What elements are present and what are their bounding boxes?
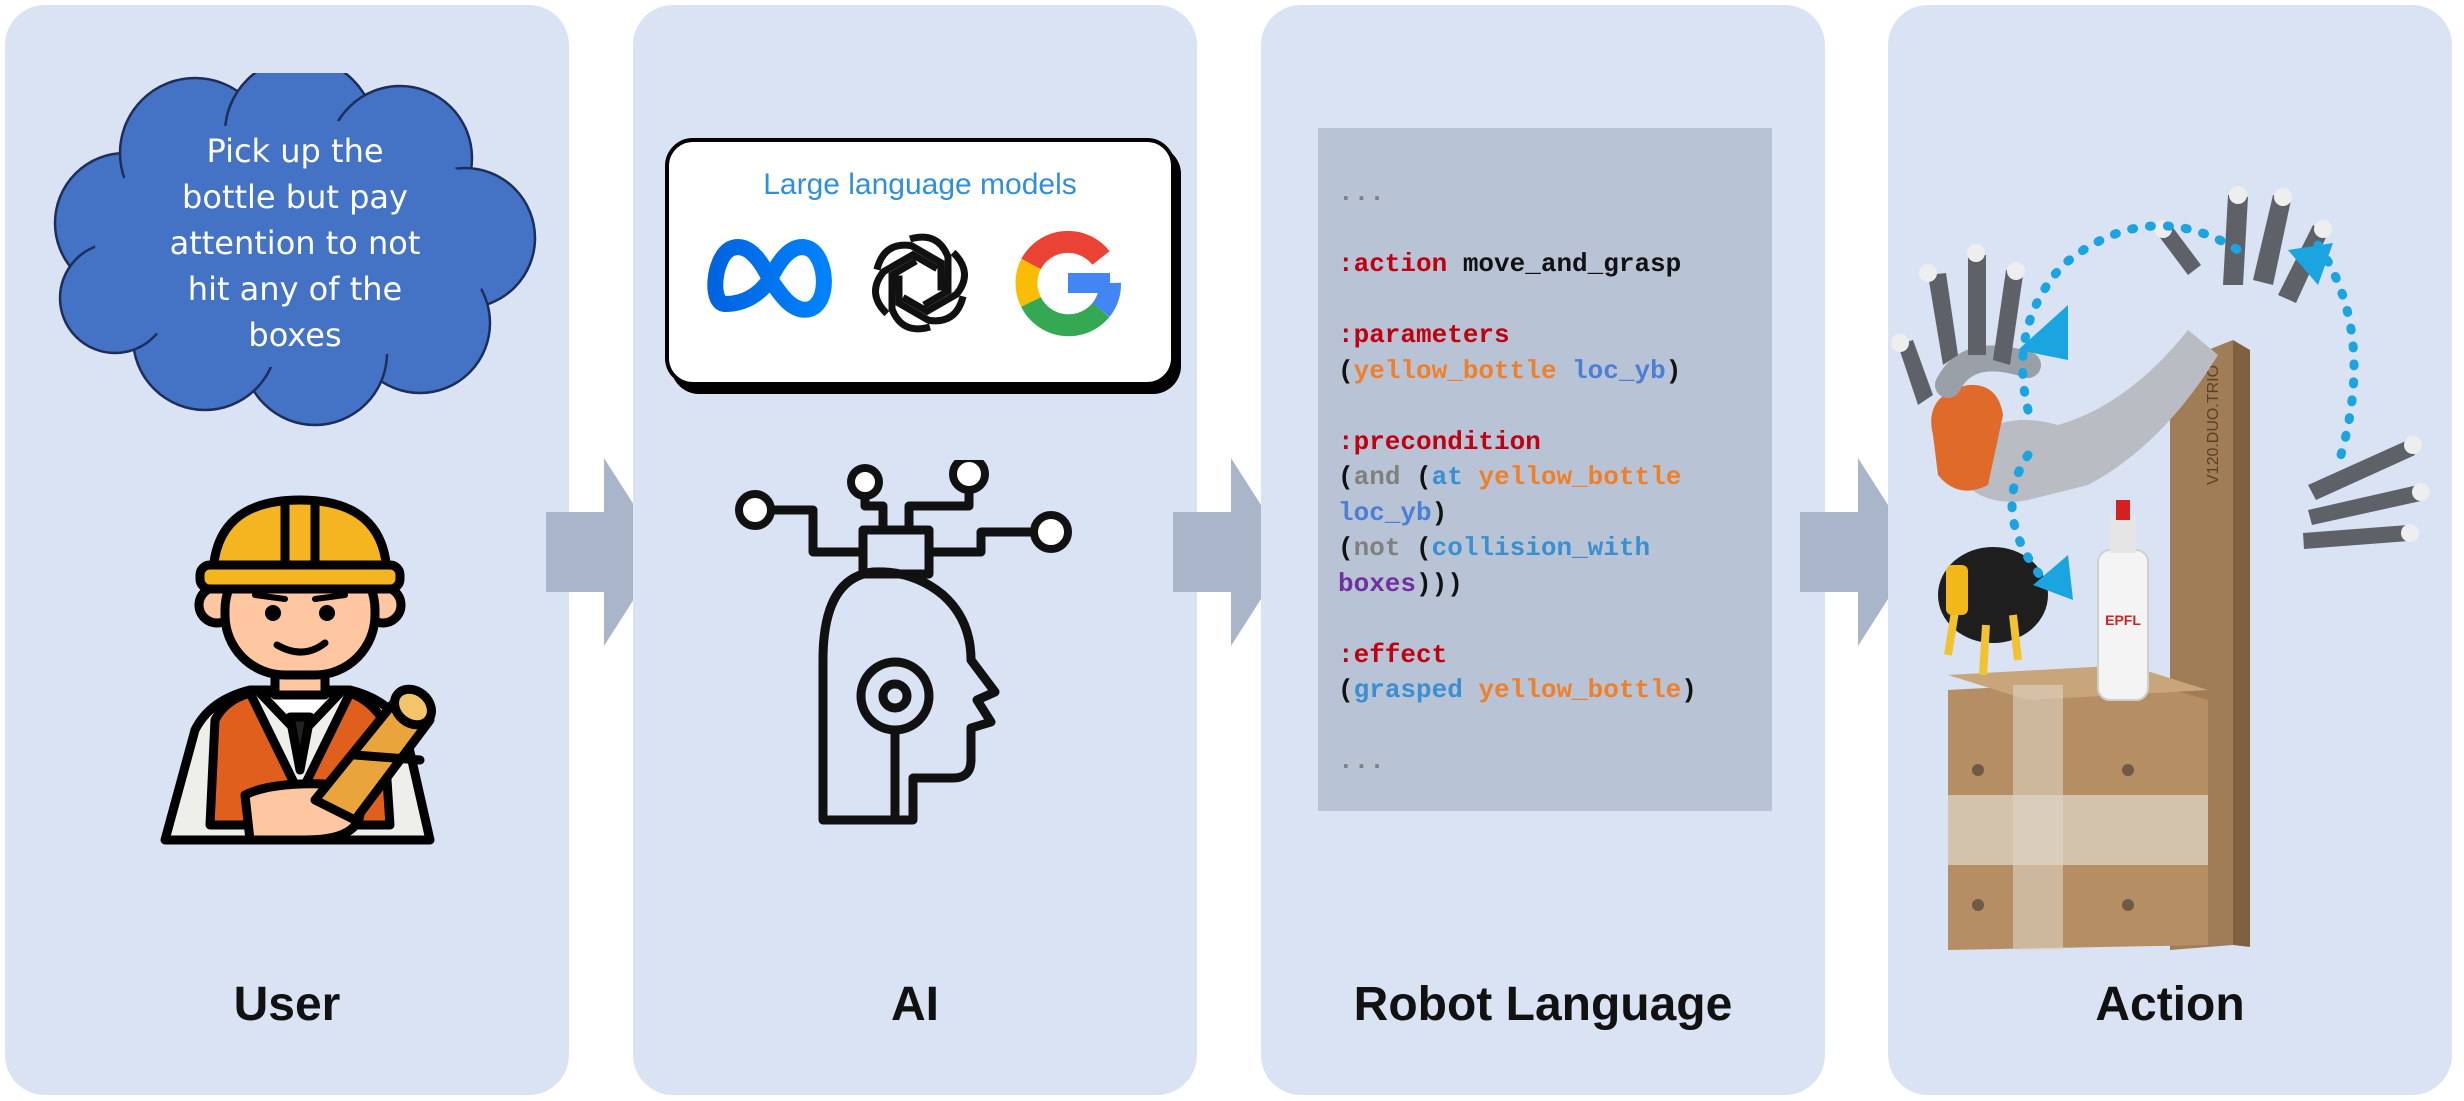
code-predicate: collision_with	[1431, 533, 1651, 563]
code-operator: not	[1353, 533, 1401, 563]
panel-title-user: User	[233, 978, 341, 1031]
code-predicate: at	[1431, 462, 1463, 492]
arrowhead-icon	[2018, 243, 2333, 600]
code-keyword: :action	[1338, 249, 1448, 279]
robot-arm	[1931, 330, 2218, 676]
code-object: boxes	[1338, 568, 1417, 599]
code-object: yellow_bottle	[1353, 355, 1557, 386]
panel-title-robot-language: Robot Language	[1353, 978, 1733, 1031]
openai-icon	[865, 228, 975, 338]
google-icon	[1015, 230, 1121, 337]
code-location: loc_yb	[1572, 355, 1666, 386]
meta-icon	[707, 239, 832, 318]
ai-panel: Large language models	[633, 5, 1197, 1095]
bottle-label: EPFL	[2105, 612, 2141, 628]
flow-arrow-icon	[1800, 458, 1918, 646]
code-keyword: :effect	[1338, 639, 1448, 670]
action-panel: V120.DUO.TRIO EPFL	[1888, 5, 2452, 1095]
instruction-line: boxes	[248, 316, 342, 354]
code-object: yellow_bottle	[1478, 462, 1682, 492]
ai-head-icon	[735, 460, 1072, 825]
panel-title-action: Action	[2095, 978, 2245, 1031]
white-bottle: EPFL	[2097, 500, 2149, 701]
code-keyword: :precondition	[1338, 426, 1541, 457]
code-object: yellow_bottle	[1478, 675, 1682, 705]
code-predicate: grasped	[1353, 675, 1463, 705]
user-panel: Pick up the bottle but pay attention to …	[5, 5, 569, 1095]
code-location: loc_yb	[1338, 497, 1432, 528]
instruction-line: attention to not	[169, 224, 421, 262]
code-action-name: move_and_grasp	[1462, 249, 1682, 279]
instruction-line: hit any of the	[187, 270, 403, 308]
motion-arc	[2007, 221, 2359, 590]
code-ellipsis: ...	[1338, 746, 1385, 776]
code-keyword: :parameters	[1338, 320, 1510, 350]
code-ellipsis: ...	[1338, 178, 1385, 208]
pddl-code-block: ... :action move_and_grasp :parameters (…	[1318, 128, 1772, 811]
user-instruction: Pick up the bottle but pay attention to …	[130, 128, 460, 358]
flow-arrow-icon	[546, 458, 664, 646]
llm-card: Large language models	[665, 138, 1175, 386]
panel-title-ai: AI	[891, 978, 939, 1031]
robot-scene: V120.DUO.TRIO EPFL	[1891, 186, 2430, 950]
flow-arrow-icon	[1173, 458, 1291, 646]
cube-box	[1948, 665, 2208, 950]
speech-cloud: Pick up the bottle but pay attention to …	[35, 56, 555, 428]
cloud-icon	[53, 56, 537, 427]
llm-label: Large language models	[763, 168, 1077, 201]
instruction-line: Pick up the	[206, 132, 384, 170]
robot-language-panel: ... :action move_and_grasp :parameters (…	[1261, 5, 1825, 1095]
code-operator: and	[1353, 462, 1401, 492]
instruction-line: bottle but pay	[182, 178, 408, 216]
engineer-user-icon	[160, 495, 436, 845]
box-label: V120.DUO.TRIO	[2205, 365, 2222, 485]
pddl-code: ... :action move_and_grasp :parameters (…	[1338, 178, 1697, 776]
